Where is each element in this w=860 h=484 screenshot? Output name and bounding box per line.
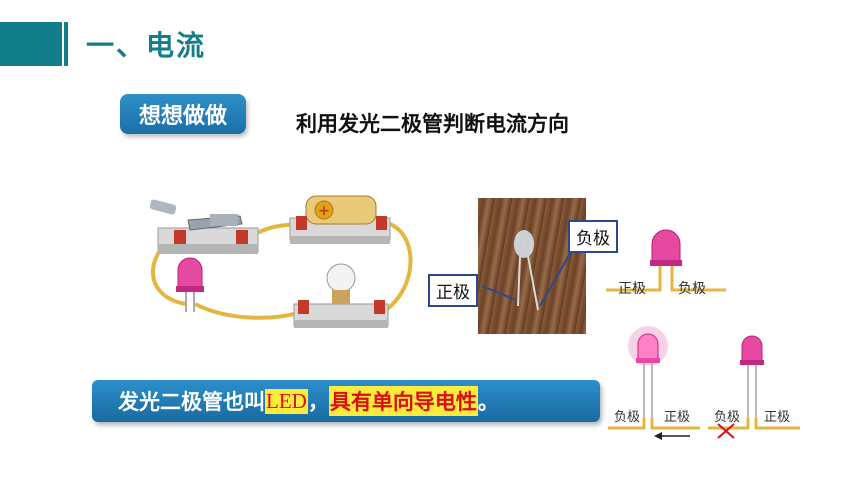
think-do-badge: 想想做做 [120,94,246,134]
clear-led-icon [514,230,534,258]
callout-line [481,285,517,301]
callout-negative: 负极 [568,220,618,253]
callout-line [539,249,573,307]
banner-suffix: 。 [477,390,499,414]
led-polarity-diagram [606,229,726,292]
led-icon [651,229,681,263]
bulb-icon [293,263,389,328]
label-positive: 正极 [618,281,646,297]
led-forward-diagram [608,326,700,440]
label-positive: 正极 [764,410,791,425]
label-positive: 正极 [664,410,691,425]
led-icon [176,257,204,312]
header-accent-bar [0,22,68,66]
battery-icon: + [289,195,391,244]
callout-positive: 正极 [428,274,478,307]
svg-text:+: + [318,203,330,219]
led-icon [637,333,659,361]
switch-icon [149,199,259,254]
activity-subtitle: 利用发光二极管判断电流方向 [296,112,569,136]
circuit-illustration: + [149,195,413,328]
page-title: 一、电流 [86,29,207,62]
wire-4 [384,222,413,312]
label-negative: 负极 [614,410,641,425]
banner-prefix: 发光二极管也叫 [118,390,265,414]
banner-highlight: 具有单向导电性 [328,386,478,416]
wire-2 [194,302,304,320]
label-negative: 负极 [714,410,741,425]
led-photo-overlay [481,230,573,311]
label-negative: 负极 [678,281,706,297]
banner-comma: ， [307,390,329,414]
led-reverse-diagram [708,335,800,439]
led-icon [741,335,763,363]
banner-led: LED [265,388,308,414]
